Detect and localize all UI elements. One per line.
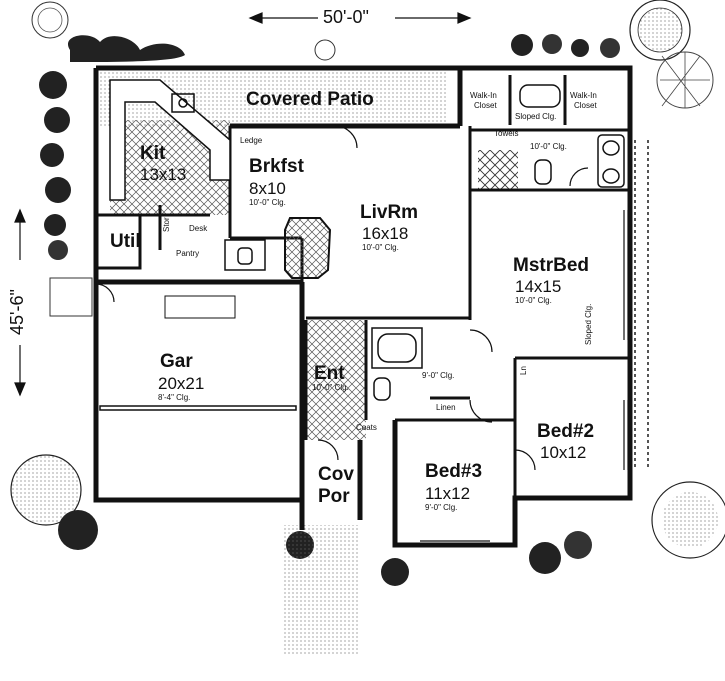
living-room-name: LivRm: [360, 202, 419, 223]
utility-name: Util: [110, 231, 141, 252]
covered-patio-label: Covered Patio: [246, 89, 374, 110]
linen-note: Linen: [436, 403, 456, 412]
living-room-size: 16x18: [362, 224, 409, 243]
breakfast-ceiling: 10'-0" Clg.: [249, 198, 286, 207]
master-bath-ceiling: 10'-0" Clg.: [530, 142, 567, 151]
garage-name: Gar: [160, 351, 193, 372]
door-swings: [95, 125, 589, 471]
overall-depth-dimension: [14, 208, 26, 397]
master-shower: [478, 150, 518, 190]
walkin-closet-right-line1: Walk-In: [570, 91, 597, 100]
windows: [420, 210, 629, 546]
towels-note: Towels: [494, 129, 519, 138]
entry-floor: [306, 320, 366, 440]
bedroom-3-size: 11x12: [425, 484, 471, 503]
ledge-note: Ledge: [240, 136, 263, 145]
hall-ceiling: 9'-0" Clg.: [422, 371, 455, 380]
overall-width-dimension: [248, 12, 472, 24]
bedroom-2-name: Bed#2: [537, 421, 595, 442]
garage-size: 20x21: [158, 374, 205, 393]
pantry-note: Pantry: [176, 249, 200, 258]
garage-stoop: [49, 277, 93, 317]
sloped-ceiling-top: Sloped Clg.: [515, 112, 557, 121]
covered-porch-line1: Cov: [318, 464, 354, 485]
master-bedroom-size: 14x15: [515, 277, 562, 296]
overall-width-label: 50'-0": [323, 7, 369, 27]
coats-note: Coats: [356, 423, 377, 432]
sloped-ceiling-side: Sloped Clg.: [584, 303, 593, 345]
garage-ceiling: 8'-4" Clg.: [158, 393, 191, 402]
overall-depth-label: 45'-6": [7, 289, 27, 335]
bedroom-3-name: Bed#3: [425, 461, 483, 482]
bedroom-3-ceiling: 9'-0" Clg.: [425, 503, 458, 512]
storage-note: Stor: [162, 217, 171, 232]
desk-note: Desk: [189, 224, 208, 233]
entry-name: Ent: [314, 363, 345, 384]
walkin-closet-left-line2: Closet: [474, 101, 497, 110]
entry-ceiling: 10'-0" Clg.: [312, 383, 349, 392]
living-room-ceiling: 10'-0" Clg.: [362, 243, 399, 252]
bedroom-2-size: 10x12: [540, 443, 587, 462]
hall-bath: [371, 327, 423, 401]
walkway: [282, 525, 360, 655]
breakfast-name: Brkfst: [249, 156, 304, 177]
covered-porch-line2: Por: [318, 486, 350, 507]
master-bedroom-ceiling: 10'-0" Clg.: [515, 296, 552, 305]
kitchen-name: Kit: [140, 143, 166, 164]
half-bath: [224, 239, 266, 271]
kitchen-counters: [109, 79, 231, 201]
garage-door: [99, 295, 297, 411]
landscaping: [10, 0, 725, 586]
master-bath-fixtures: [519, 84, 625, 188]
fireplace: [284, 217, 332, 279]
linen-closet-note: Ln: [519, 366, 528, 375]
master-bedroom-name: MstrBed: [513, 255, 590, 276]
walkin-closet-left-line1: Walk-In: [470, 91, 497, 100]
kitchen-size: 13x13: [140, 165, 187, 184]
walkin-closet-right-line2: Closet: [574, 101, 597, 110]
breakfast-size: 8x10: [249, 179, 286, 198]
